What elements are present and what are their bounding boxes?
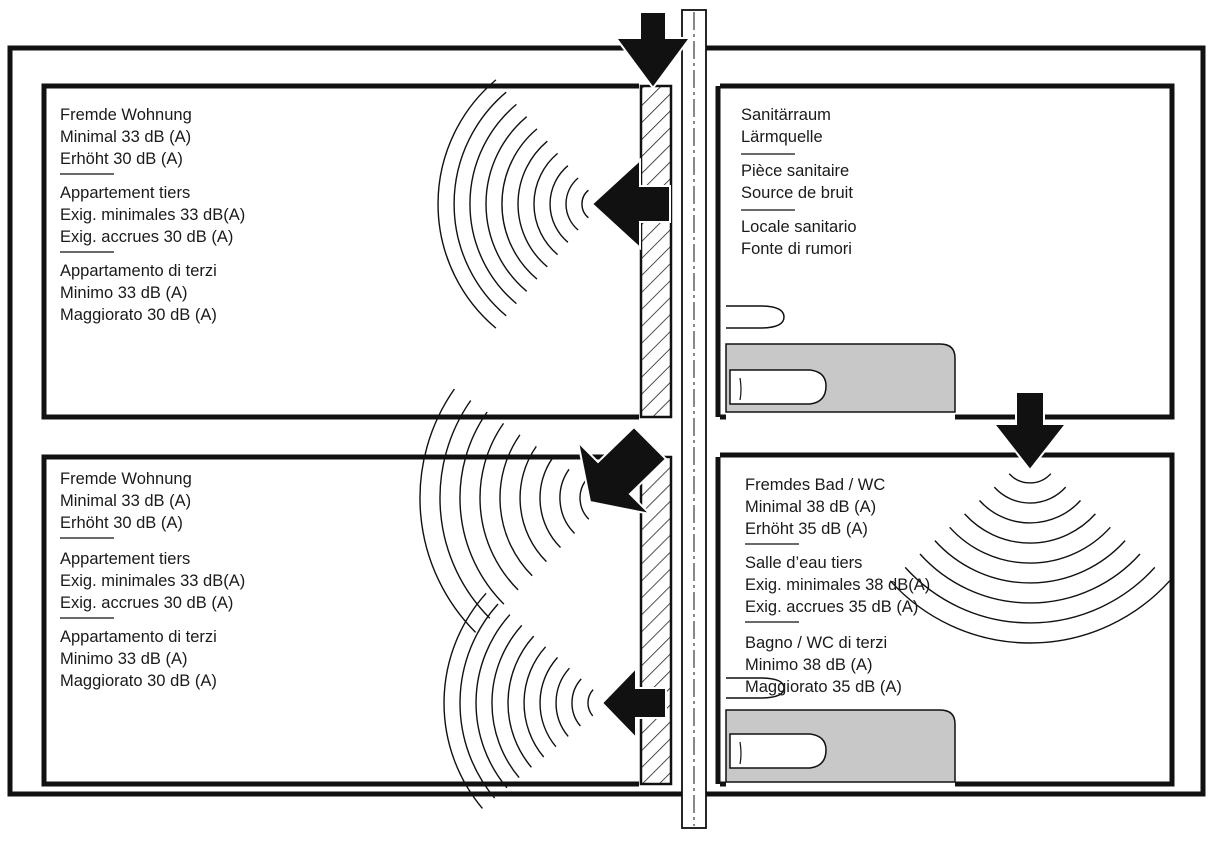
room-outline-top-left [41, 83, 639, 420]
bl-it-1: Minimo 33 dB (A) [60, 650, 187, 668]
sound-wave-arc [978, 500, 1082, 524]
sound-wave-arc [419, 388, 477, 633]
sound-wave-arc [571, 678, 582, 727]
bottom-fixture [725, 677, 956, 783]
bl-de-2: Erhöht 30 dB (A) [60, 514, 183, 532]
bl-it-2: Maggiorato 30 dB (A) [60, 672, 217, 690]
sound-wave-arc [581, 189, 589, 219]
sound-wave-arc [453, 91, 507, 317]
vertical-pipe [681, 9, 707, 829]
tl-fr-1: Exig. minimales 33 dB(A) [60, 206, 245, 224]
arrow-down-pipe-icon [614, 11, 692, 90]
sound-wave-arc [549, 165, 569, 243]
sound-waves-bottom-left-upper [419, 388, 590, 633]
sound-wave-arc [533, 152, 559, 256]
tr-fr-0: Pièce sanitaire [741, 162, 849, 180]
label-top-right: Sanitärraum Lärmquelle Pièce sanitaire S… [741, 106, 857, 258]
tr-fr-1: Source de bruit [741, 184, 853, 202]
building-outline [7, 45, 1206, 797]
sound-wave-arc [565, 177, 579, 231]
br-fr-0: Salle d’eau tiers [745, 554, 862, 572]
room-outline-bottom-left [41, 454, 639, 787]
tl-it-0: Appartamento di terzi [60, 262, 217, 280]
sound-wave-arc [479, 422, 519, 591]
sound-wave-arc [949, 526, 1111, 564]
label-bottom-right: Fremdes Bad / WC Minimal 38 dB (A) Erhöh… [745, 476, 930, 696]
tr-de-0: Sanitärraum [741, 106, 831, 124]
sound-wave-arc [519, 445, 547, 563]
tl-de-0: Fremde Wohnung [60, 106, 192, 124]
br-it-2: Maggiorato 35 dB (A) [745, 678, 902, 696]
sound-wave-arc [539, 657, 559, 748]
top-fixture [725, 305, 956, 413]
arrow-left-top-icon [590, 157, 671, 251]
sound-wave-arc [459, 411, 505, 605]
sound-wave-arc [491, 624, 523, 779]
bl-de-0: Fremde Wohnung [60, 470, 192, 488]
sound-wave-arc [559, 468, 576, 534]
br-de-1: Minimal 38 dB (A) [745, 498, 876, 516]
tl-it-2: Maggiorato 30 dB (A) [60, 306, 217, 324]
sound-wave-arc [919, 553, 1141, 604]
tr-de-1: Lärmquelle [741, 128, 823, 146]
tl-fr-0: Appartement tiers [60, 184, 190, 202]
sound-wave-arc [469, 103, 517, 305]
sound-wave-arc [437, 79, 497, 329]
sound-wave-arc [523, 646, 547, 758]
tr-it-1: Fonte di rumori [741, 240, 852, 258]
sound-wave-arc [993, 486, 1067, 504]
sound-wave-arc [889, 580, 1171, 644]
sound-waves-bottom-right [889, 473, 1171, 644]
br-de-0: Fremdes Bad / WC [745, 476, 885, 494]
label-top-left: Fremde Wohnung Minimal 33 dB (A) Erhöht … [60, 106, 245, 324]
arrow-diagonal-bottom-icon [576, 425, 668, 516]
bl-fr-0: Appartement tiers [60, 550, 190, 568]
sound-wave-arc [443, 592, 487, 809]
sound-wave-arc [517, 140, 548, 268]
sound-waves-top-left [437, 79, 589, 329]
br-fr-1: Exig. minimales 38 dB(A) [745, 576, 930, 594]
sound-wave-arc [587, 689, 594, 717]
sound-wave-arc [904, 566, 1156, 624]
sound-wave-arc [934, 540, 1126, 584]
bl-fr-2: Exig. accrues 30 dB (A) [60, 594, 233, 612]
sound-wave-arc [964, 513, 1096, 544]
sound-wave-arc [475, 614, 511, 789]
sound-waves-bottom-left-lower [443, 592, 594, 809]
bl-de-1: Minimal 33 dB (A) [60, 492, 191, 510]
room-outline-top-right [720, 83, 1175, 420]
bl-it-0: Appartamento di terzi [60, 628, 217, 646]
br-de-2: Erhöht 35 dB (A) [745, 520, 868, 538]
sound-wave-arc [579, 480, 590, 520]
sound-wave-arc [1008, 473, 1052, 484]
sound-wave-arc [485, 116, 528, 292]
arrow-down-right-icon [991, 391, 1069, 472]
tl-it-1: Minimo 33 dB (A) [60, 284, 187, 302]
bl-fr-1: Exig. minimales 33 dB(A) [60, 572, 245, 590]
arrow-left-bottom-icon [600, 665, 667, 741]
tr-it-0: Locale sanitario [741, 218, 857, 236]
room-outline-bottom-right [720, 452, 1175, 787]
partition-wall-bottom [639, 455, 673, 786]
br-it-0: Bagno / WC di terzi [745, 634, 887, 652]
sound-wave-arc [555, 667, 570, 737]
sound-wave-arc [459, 603, 499, 799]
tl-fr-2: Exig. accrues 30 dB (A) [60, 228, 233, 246]
sound-wave-arc [439, 400, 491, 619]
partition-wall-top [639, 84, 673, 419]
sound-wave-arc [501, 128, 538, 280]
tl-de-2: Erhöht 30 dB (A) [60, 150, 183, 168]
br-it-1: Minimo 38 dB (A) [745, 656, 872, 674]
br-fr-2: Exig. accrues 35 dB (A) [745, 598, 918, 616]
label-bottom-left: Fremde Wohnung Minimal 33 dB (A) Erhöht … [60, 470, 245, 690]
sound-wave-arc [507, 635, 535, 768]
sound-wave-arc [499, 434, 533, 577]
sound-wave-arc [539, 457, 561, 548]
tl-de-1: Minimal 33 dB (A) [60, 128, 191, 146]
